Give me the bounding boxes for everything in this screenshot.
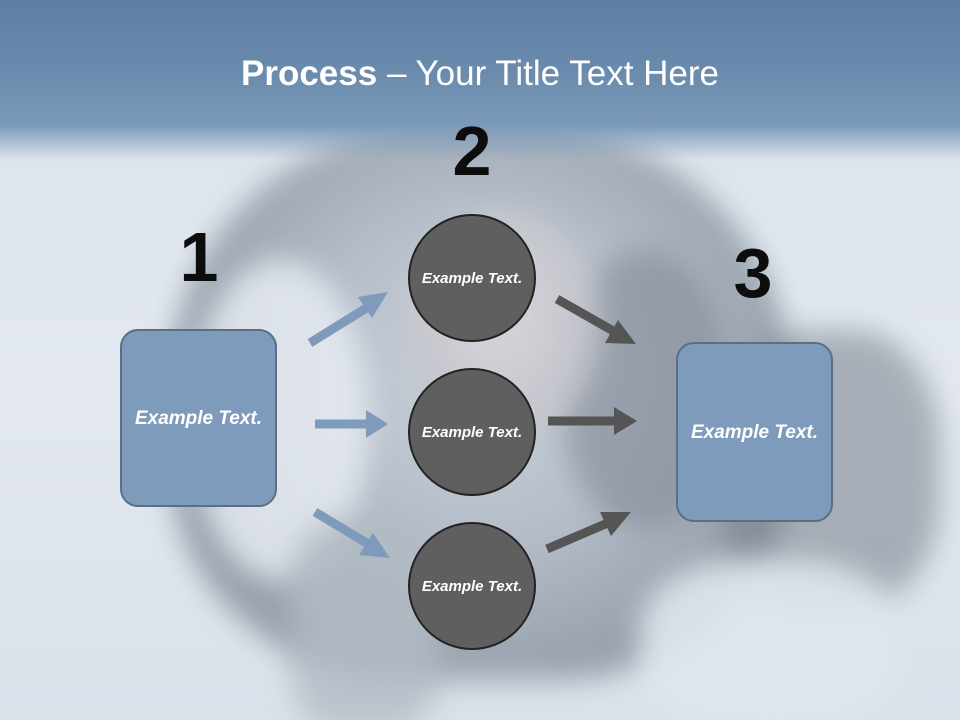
step-number-3: 3 [733, 234, 773, 312]
title-band [0, 0, 960, 160]
slide-title: Process – Your Title Text Here [0, 52, 960, 96]
title-rest: – Your Title Text Here [377, 54, 719, 93]
step-number-1: 1 [179, 218, 219, 296]
step-3-box[interactable]: Example Text. [676, 342, 833, 522]
arrow-2a-to-3 [554, 295, 636, 344]
arrow-1-to-2b [315, 410, 388, 438]
step-2-circle-top[interactable]: Example Text. [408, 214, 536, 342]
arrow-2b-to-3 [548, 407, 637, 435]
step-2-text-top: Example Text. [421, 269, 523, 287]
step-1-box[interactable]: Example Text. [120, 329, 277, 507]
step-1-text: Example Text. [134, 407, 263, 429]
arrow-1-to-2c [312, 508, 390, 558]
step-2-text-bottom: Example Text. [421, 577, 523, 595]
step-2-circle-bottom[interactable]: Example Text. [408, 522, 536, 650]
step-number-2: 2 [452, 112, 492, 190]
arrow-2c-to-3 [545, 512, 631, 554]
step-2-text-middle: Example Text. [421, 423, 523, 441]
step-2-circle-middle[interactable]: Example Text. [408, 368, 536, 496]
step-3-text: Example Text. [690, 421, 819, 443]
background-photo-sleeve-right [640, 560, 900, 720]
title-bold: Process [241, 54, 378, 93]
arrow-1-to-2a [307, 292, 388, 347]
